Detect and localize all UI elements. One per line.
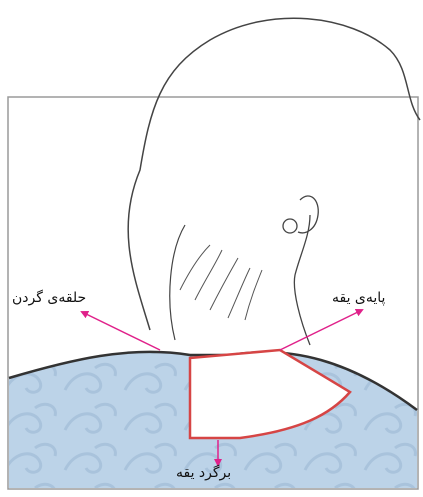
label-neckline: حلقه‌ی گردن	[12, 290, 86, 306]
label-collar-fall: برگرد یقه	[176, 465, 231, 481]
earring	[283, 219, 297, 233]
label-collar-stand: پایه‌ی یقه	[332, 290, 385, 306]
